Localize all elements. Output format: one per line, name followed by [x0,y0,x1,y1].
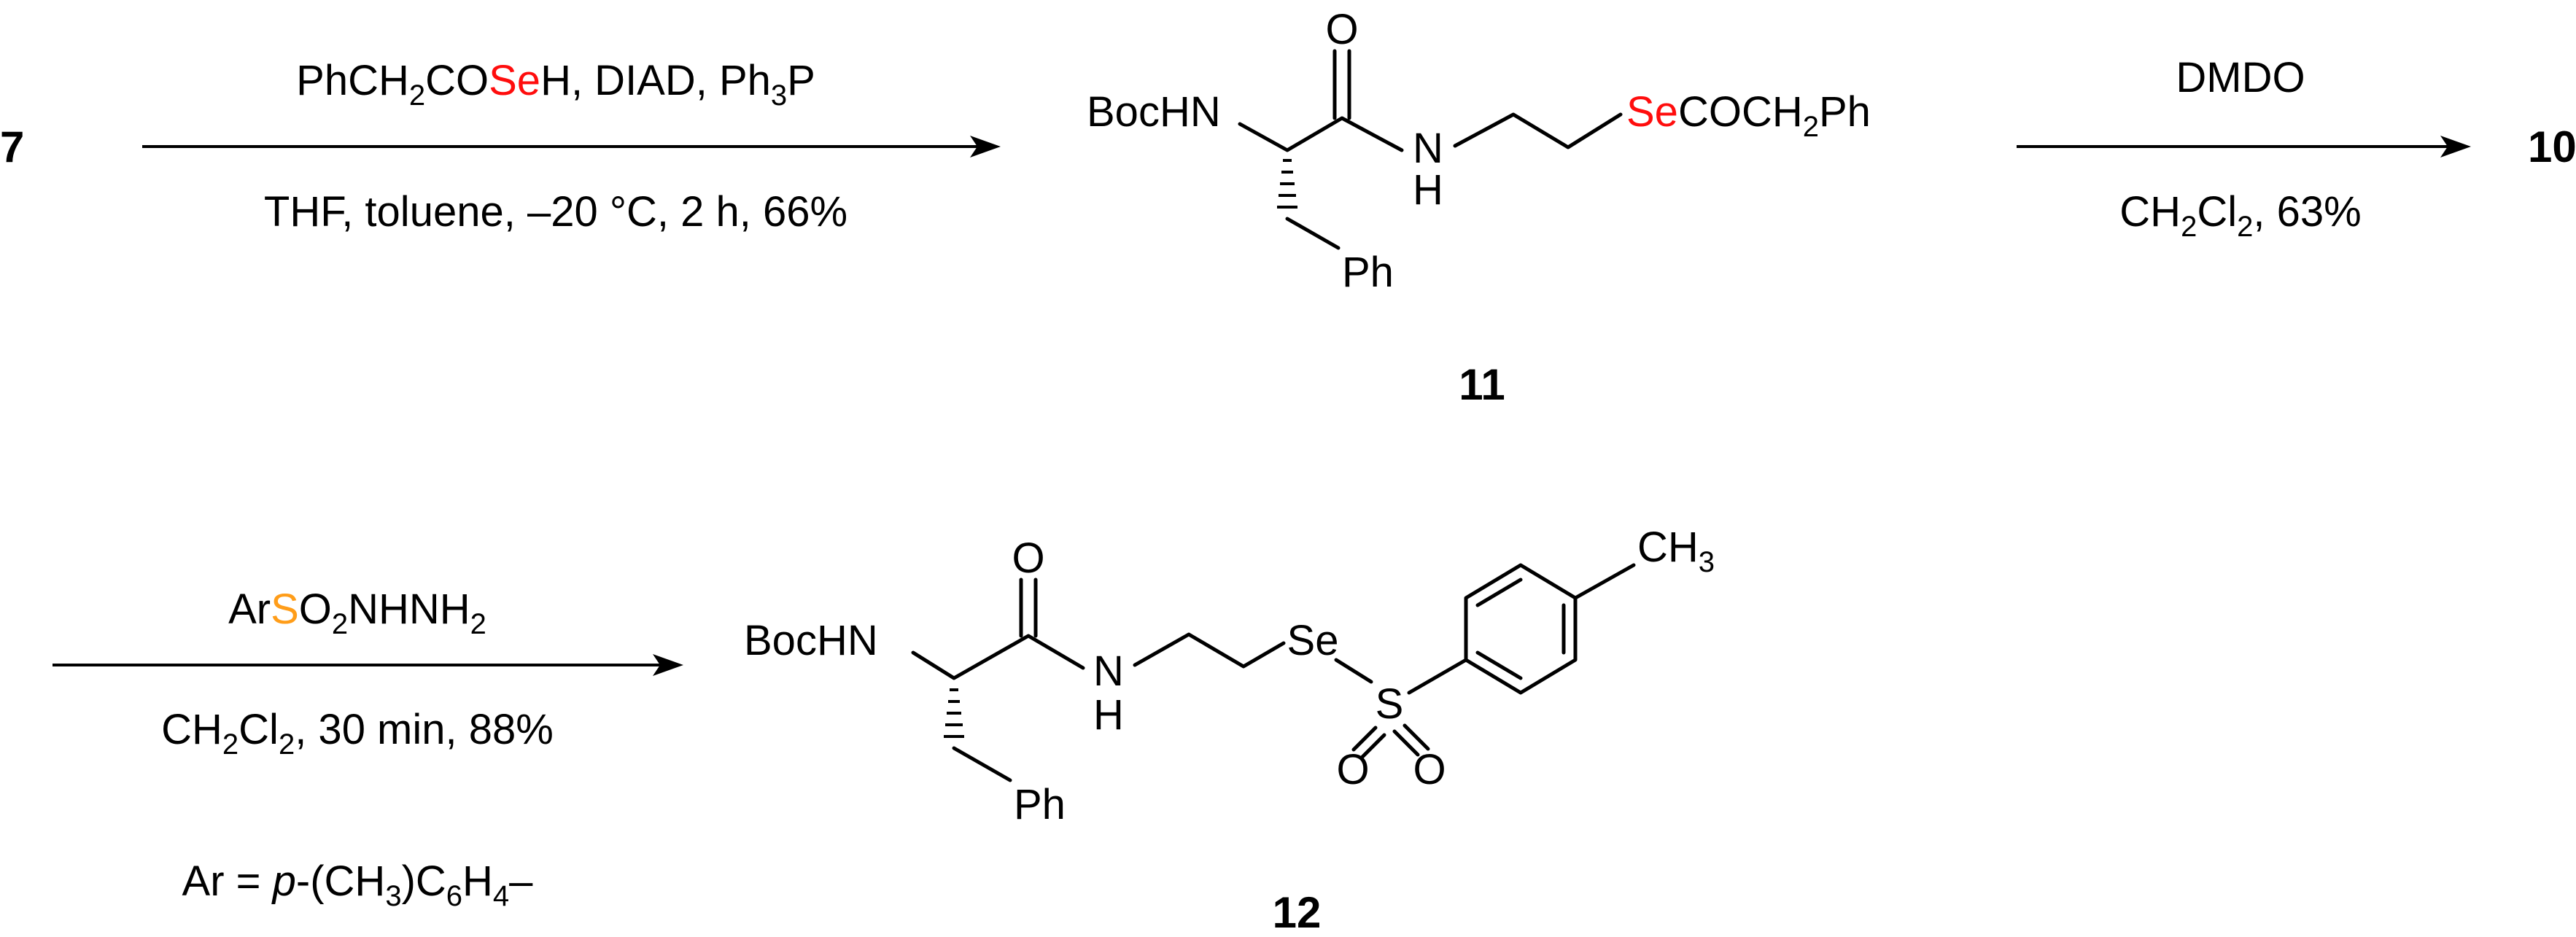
svg-text:Ph: Ph [1342,249,1394,296]
aryl-definition: Ar = p-(CH3)C6H4– [182,858,534,912]
svg-text:N: N [1093,648,1124,695]
compound-7-label: 7 [0,123,24,171]
step1-arrow [142,136,1001,158]
step1-conditions: THF, toluene, –20 °C, 2 h, 66% [264,188,847,236]
step3-reagent: ArSO2NHNH2 [228,586,486,640]
step3-arrow [53,654,683,676]
svg-text:H: H [1413,166,1443,214]
svg-text:N: N [1413,125,1443,172]
svg-text:BocHN: BocHN [1087,88,1221,136]
step2-reagent: DMDO [2176,54,2305,101]
selenium-atom: Se [1626,88,1678,136]
svg-text:BocHN: BocHN [744,617,878,664]
svg-text:H: H [1093,691,1124,739]
sulfur-atom: S [1376,680,1404,728]
compound-11-structure: BocHN O N H SeCOCH2Ph Ph [1087,6,1871,296]
compound-11-label: 11 [1459,360,1505,409]
selenium-highlight: Se [489,57,540,104]
svg-text:CH3: CH3 [1637,524,1715,578]
compound-10-label: 10 [2528,123,2576,171]
compound-12-label: 12 [1273,888,1322,937]
svg-text:O: O [1325,6,1358,53]
selenium-atom: Se [1287,617,1339,664]
svg-text:SeCOCH2Ph: SeCOCH2Ph [1626,88,1871,143]
step1-reagents: PhCH2COSeH, DIAD, Ph3P [296,57,815,112]
svg-text:O: O [1336,746,1369,793]
svg-text:Ph: Ph [1014,781,1066,828]
svg-text:O: O [1012,534,1044,582]
step2-arrow [2017,136,2471,158]
step3-conditions: CH2Cl2, 30 min, 88% [161,706,554,761]
svg-text:O: O [1413,746,1446,793]
step2-conditions: CH2Cl2, 63% [2119,188,2361,243]
compound-12-structure: BocHN O N H Se S O O CH3 [744,524,1715,828]
sulfur-highlight: S [271,586,299,633]
